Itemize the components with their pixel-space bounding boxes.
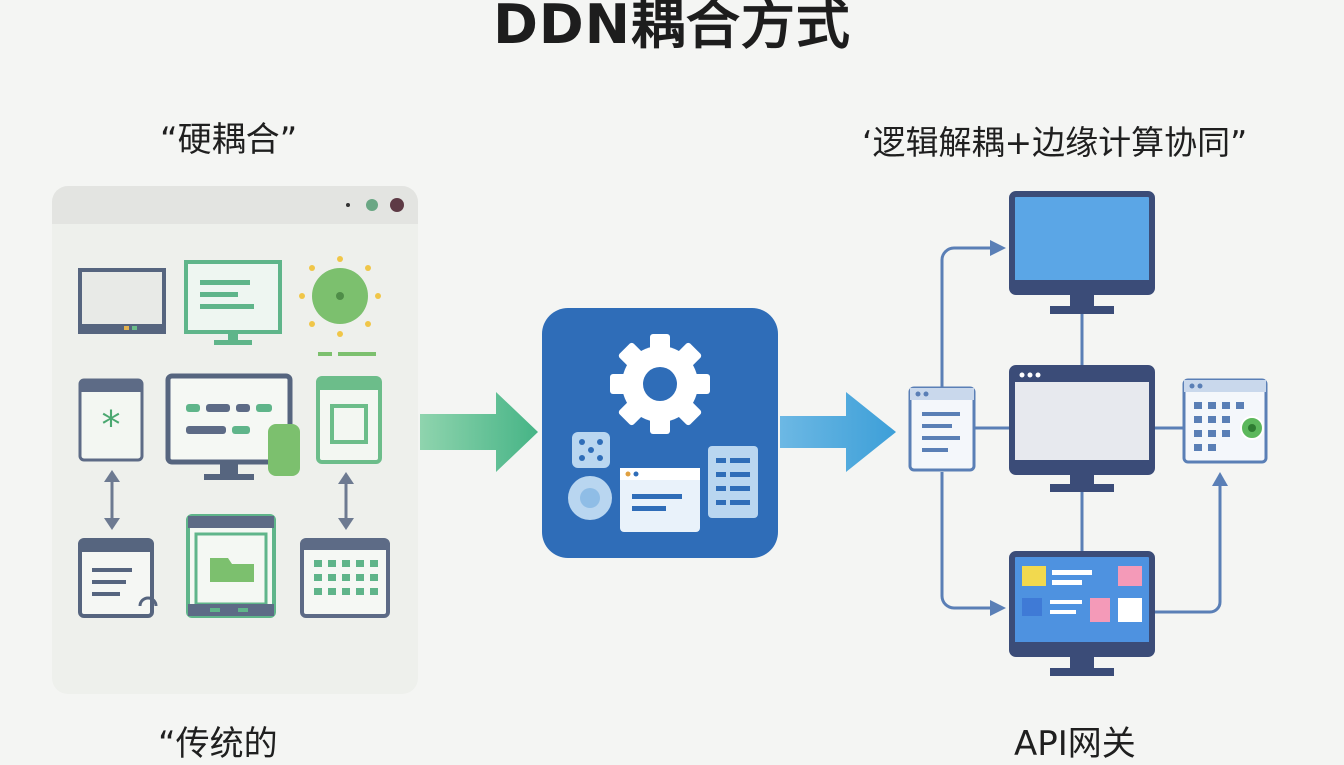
asterisk-window-icon: * bbox=[78, 378, 144, 462]
blue-flow-arrow bbox=[780, 392, 896, 472]
bottom-monitor-icon bbox=[1009, 551, 1155, 676]
window-dot bbox=[366, 199, 378, 211]
hub-browser-window-icon bbox=[620, 468, 700, 532]
left-double-arrow bbox=[104, 470, 120, 530]
panel-title-bar bbox=[52, 186, 418, 224]
green-flow-arrow bbox=[420, 392, 538, 472]
window-dot bbox=[390, 198, 404, 212]
window-dot bbox=[346, 203, 350, 207]
document-window-icon bbox=[78, 538, 158, 618]
edge-collab-label: ‘逻辑解耦+边缘计算协同” bbox=[862, 123, 1248, 162]
traditional-label: “传统的 bbox=[158, 724, 278, 764]
calendar-grid-icon bbox=[300, 538, 390, 618]
center-monitor-icon bbox=[165, 373, 300, 480]
top-monitor-icon bbox=[1009, 191, 1155, 314]
right-double-arrow bbox=[338, 472, 354, 530]
right-calendar-icon bbox=[1182, 378, 1268, 464]
middle-monitor-icon bbox=[1009, 365, 1155, 492]
hub-list-icon bbox=[708, 446, 758, 518]
svg-text:*: * bbox=[102, 403, 121, 447]
cog-small-icon bbox=[568, 476, 612, 520]
central-hub bbox=[542, 308, 778, 558]
sun-icon bbox=[299, 256, 381, 356]
left-monitor-icon bbox=[78, 268, 166, 334]
diagram-title: DDN耦合方式 bbox=[493, 0, 851, 56]
dice-icon bbox=[572, 432, 610, 468]
text-monitor-icon bbox=[184, 260, 282, 345]
arrow-heads bbox=[990, 240, 1228, 616]
right-document-window-icon bbox=[908, 386, 976, 472]
api-gateway-label: API网关 bbox=[1014, 724, 1136, 764]
gear-icon bbox=[610, 334, 710, 434]
hard-coupling-label: “硬耦合” bbox=[160, 120, 298, 160]
window-square-icon bbox=[316, 376, 382, 464]
folder-monitor-icon bbox=[186, 514, 276, 618]
